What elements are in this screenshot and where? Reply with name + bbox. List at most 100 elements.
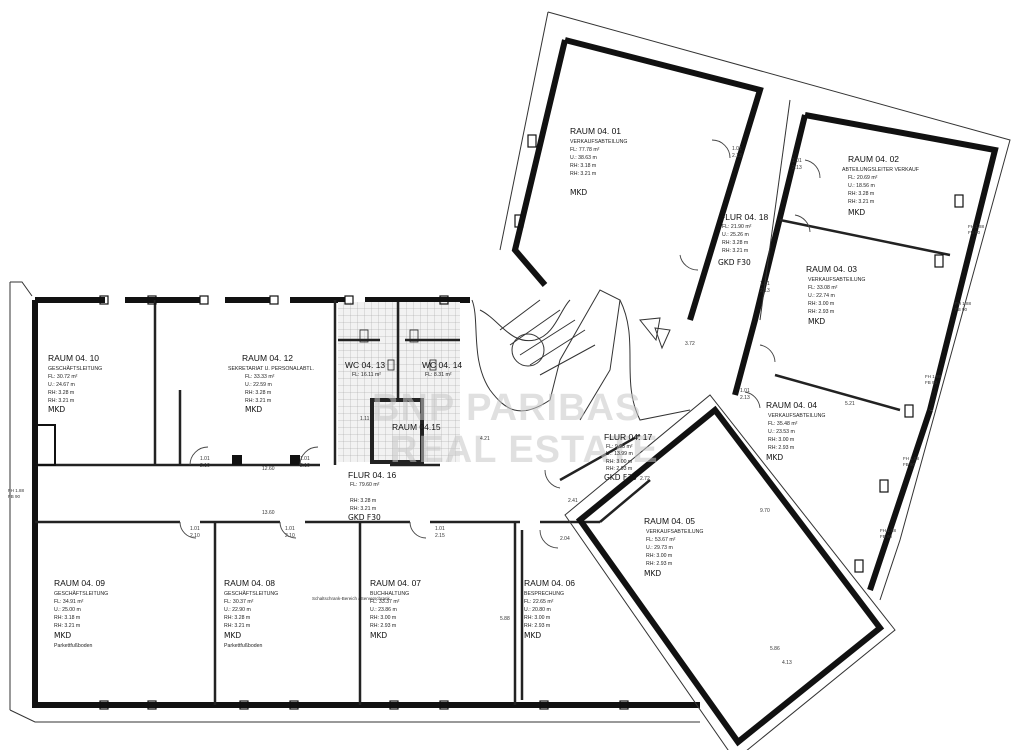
- svg-text:MKD: MKD: [48, 405, 65, 414]
- room-label-0407: RAUM 04. 07 BUCHHALTUNG FL: 33.37 m² U.:…: [370, 578, 421, 640]
- svg-text:FB 90: FB 90: [903, 462, 916, 467]
- svg-text:RH: 3.00 m: RH: 3.00 m: [370, 615, 396, 621]
- svg-text:RH: 2.93 m: RH: 2.93 m: [768, 445, 794, 451]
- svg-text:U.: 25.26 m: U.: 25.26 m: [722, 232, 749, 238]
- svg-text:RH: 2.93 m: RH: 2.93 m: [808, 309, 834, 315]
- svg-text:MKD: MKD: [54, 631, 71, 640]
- room-label-0401: RAUM 04. 01 VERKAUFSABTEILUNG FL: 77.78 …: [570, 126, 627, 197]
- svg-text:1.01: 1.01: [435, 526, 445, 532]
- svg-text:FH 1.88: FH 1.88: [880, 528, 897, 533]
- svg-text:FL: 22.65 m²: FL: 22.65 m²: [524, 599, 554, 605]
- room-label-0404: RAUM 04. 04 VERKAUFSABTEILUNG FL: 35.48 …: [766, 400, 825, 462]
- svg-text:1.01: 1.01: [200, 456, 210, 462]
- svg-text:FH 1.88: FH 1.88: [8, 488, 25, 493]
- svg-text:FL: 9.98 m²: FL: 9.98 m²: [606, 444, 633, 450]
- svg-text:RH: 3.00 m: RH: 3.00 m: [808, 301, 834, 307]
- svg-text:RAUM 04. 02: RAUM 04. 02: [848, 154, 899, 164]
- svg-text:WC 04. 13: WC 04. 13: [345, 360, 385, 370]
- svg-text:FL: 21.90 m²: FL: 21.90 m²: [722, 224, 752, 230]
- svg-text:RH: 3.00 m: RH: 3.00 m: [768, 437, 794, 443]
- svg-text:GKD F30: GKD F30: [348, 513, 381, 522]
- svg-text:FH 1.88: FH 1.88: [925, 374, 942, 379]
- room-label-0415: RAUM 04.15: [392, 422, 441, 432]
- svg-text:FB 90: FB 90: [955, 307, 968, 312]
- svg-text:MKD: MKD: [644, 569, 661, 578]
- svg-text:FL: 16.11 m²: FL: 16.11 m²: [352, 372, 381, 378]
- svg-text:VERKAUFSABTEILUNG: VERKAUFSABTEILUNG: [570, 139, 627, 145]
- svg-text:5.86: 5.86: [770, 646, 780, 652]
- svg-text:FL: 77.78 m²: FL: 77.78 m²: [570, 147, 600, 153]
- svg-text:RAUM 04. 01: RAUM 04. 01: [570, 126, 621, 136]
- svg-text:U.: 13.99 m: U.: 13.99 m: [606, 451, 633, 457]
- room-label-0416: FLUR 04. 16 FL: 79.60 m² RH: 3.28 m RH: …: [348, 470, 396, 522]
- svg-text:Parkettfußboden: Parkettfußboden: [224, 643, 262, 649]
- svg-text:RH: 3.28 m: RH: 3.28 m: [848, 191, 874, 197]
- svg-text:3.72: 3.72: [685, 341, 695, 347]
- staircase: [471, 289, 691, 421]
- svg-text:RH: 3.21 m: RH: 3.21 m: [350, 506, 376, 512]
- svg-text:RAUM 04. 05: RAUM 04. 05: [644, 516, 695, 526]
- svg-text:2.13: 2.13: [740, 395, 750, 401]
- room-label-0403: RAUM 04. 03 VERKAUFSABTEILUNG FL: 33.08 …: [806, 264, 865, 326]
- svg-text:Schaltschrank-Bereich / Server: Schaltschrank-Bereich / Serverschrank: [312, 596, 391, 601]
- svg-text:FL: 30.37 m²: FL: 30.37 m²: [224, 599, 254, 605]
- svg-text:U.: 22.90 m: U.: 22.90 m: [224, 607, 251, 613]
- svg-text:SEKRETARIAT U. PERSONALABTL.: SEKRETARIAT U. PERSONALABTL.: [228, 366, 314, 372]
- svg-text:REAL ESTATE: REAL ESTATE: [390, 429, 659, 471]
- door-swings: [179, 139, 821, 549]
- svg-text:RH: 3.28 m: RH: 3.28 m: [224, 615, 250, 621]
- svg-text:FL: 20.69 m²: FL: 20.69 m²: [848, 175, 878, 181]
- svg-text:RAUM 04. 09: RAUM 04. 09: [54, 578, 105, 588]
- room-label-0409: RAUM 04. 09 GESCHÄFTSLEITUNG FL: 34.91 m…: [54, 578, 108, 649]
- svg-text:2.10: 2.10: [300, 463, 310, 469]
- svg-text:RH: 2.93 m: RH: 2.93 m: [524, 623, 550, 629]
- svg-text:MKD: MKD: [245, 405, 262, 414]
- svg-text:FL: 79.60 m²: FL: 79.60 m²: [350, 482, 380, 488]
- svg-text:RH: 2.93 m: RH: 2.93 m: [606, 466, 632, 472]
- svg-text:2.13: 2.13: [732, 153, 742, 159]
- svg-text:FB 90: FB 90: [880, 534, 893, 539]
- room-label-0413: WC 04. 13 FL: 16.11 m²: [345, 360, 385, 378]
- svg-text:FLUR 04. 17: FLUR 04. 17: [604, 432, 652, 442]
- svg-text:1.01: 1.01: [732, 146, 742, 152]
- svg-text:MKD: MKD: [808, 317, 825, 326]
- svg-text:MKD: MKD: [524, 631, 541, 640]
- svg-text:WC 04. 14: WC 04. 14: [422, 360, 462, 370]
- room-label-0406: RAUM 04. 06 BESPRECHUNG FL: 22.65 m² U.:…: [524, 578, 575, 640]
- svg-text:1.01: 1.01: [190, 526, 200, 532]
- svg-text:RH: 3.28 m: RH: 3.28 m: [722, 240, 748, 246]
- svg-text:RH: 3.00 m: RH: 3.00 m: [524, 615, 550, 621]
- svg-text:4.13: 4.13: [782, 660, 792, 666]
- svg-text:FL: 35.48 m²: FL: 35.48 m²: [768, 421, 798, 427]
- room-label-0417: FLUR 04. 17 FL: 9.98 m² U.: 13.99 m RH: …: [604, 432, 652, 482]
- svg-text:RH: 3.21 m: RH: 3.21 m: [570, 171, 596, 177]
- door-labels: 1.01 2.10 1.01 2.10 1.01 2.10 1.01 2.10 …: [190, 146, 802, 539]
- room-0405-walls: [564, 394, 896, 750]
- svg-text:GESCHÄFTSLEITUNG: GESCHÄFTSLEITUNG: [48, 365, 102, 372]
- svg-text:VERKAUFSABTEILUNG: VERKAUFSABTEILUNG: [768, 413, 825, 419]
- svg-text:9.70: 9.70: [760, 508, 770, 514]
- svg-text:FL: 33.33 m²: FL: 33.33 m²: [245, 374, 275, 380]
- svg-text:2.04: 2.04: [560, 536, 570, 542]
- svg-text:BESPRECHUNG: BESPRECHUNG: [524, 591, 564, 597]
- svg-text:MKD: MKD: [570, 188, 587, 197]
- svg-text:RAUM 04. 04: RAUM 04. 04: [766, 400, 817, 410]
- svg-text:BUCHHALTUNG: BUCHHALTUNG: [370, 591, 409, 597]
- window-height-labels: FH 1.88 FB 90 FH 1.88 FB 90 FH 1.88 FB 9…: [8, 224, 985, 539]
- svg-text:2.13: 2.13: [760, 288, 770, 294]
- svg-text:RH: 3.28 m: RH: 3.28 m: [48, 390, 74, 396]
- svg-text:RH: 3.00 m: RH: 3.00 m: [646, 553, 672, 559]
- window-markers: [99, 134, 964, 710]
- svg-text:RH: 3.18 m: RH: 3.18 m: [570, 163, 596, 169]
- svg-text:U.: 22.59 m: U.: 22.59 m: [245, 382, 272, 388]
- svg-text:FB 90: FB 90: [968, 230, 981, 235]
- svg-text:1.01: 1.01: [760, 281, 770, 287]
- svg-text:FLUR 04. 18: FLUR 04. 18: [720, 212, 768, 222]
- svg-text:RAUM 04. 03: RAUM 04. 03: [806, 264, 857, 274]
- svg-text:FH 1.88: FH 1.88: [968, 224, 985, 229]
- svg-text:4.21: 4.21: [480, 436, 490, 442]
- svg-text:BNP PARIBAS: BNP PARIBAS: [372, 387, 641, 429]
- svg-text:RH: 3.28 m: RH: 3.28 m: [350, 498, 376, 504]
- watermark: BNP PARIBAS REAL ESTATE: [372, 387, 659, 471]
